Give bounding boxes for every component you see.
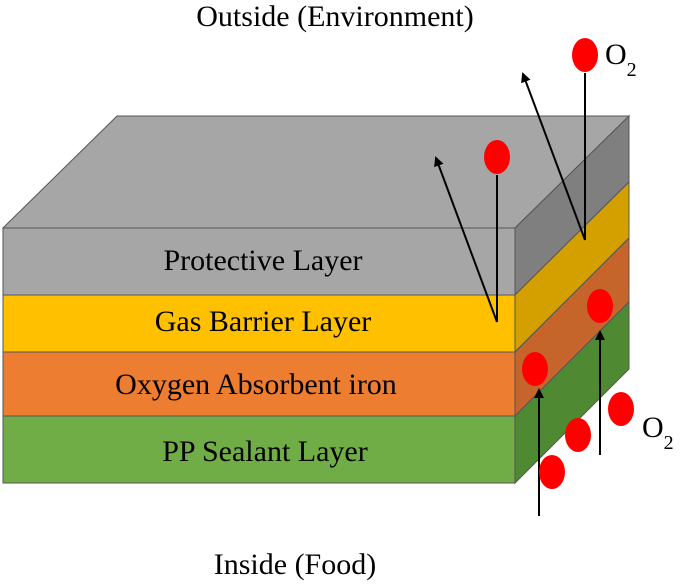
oxygen-symbol: O <box>605 38 627 71</box>
pp-sealant-layer-front-face <box>2 415 516 484</box>
protective-layer-front-face <box>2 227 516 296</box>
oxygen-molecule <box>565 418 591 452</box>
oxygen-symbol: O <box>642 411 664 444</box>
oxygen-molecule <box>587 289 613 323</box>
oxygen-molecule <box>572 38 598 72</box>
oxygen-escape-arrow <box>521 72 586 241</box>
oxygen-label-bottom: O2 <box>642 411 674 454</box>
oxygen-escape-arrow <box>434 156 498 323</box>
pp-sealant-layer-label: PP Sealant Layer <box>162 435 368 468</box>
oxygen-molecule <box>608 392 634 426</box>
oxygen-molecule <box>522 352 548 386</box>
oxygen-absorbent-layer-front-face <box>2 351 516 417</box>
protective-layer-label: Protective Layer <box>163 244 362 277</box>
oxygen-molecule <box>484 140 510 174</box>
oxygen-label-top: O2 <box>605 38 637 81</box>
outside-label: Outside (Environment) <box>196 0 473 33</box>
oxygen-molecule <box>539 455 565 489</box>
oxygen-subscript: 2 <box>664 432 674 454</box>
oxygen-absorbent-layer-label: Oxygen Absorbent iron <box>115 368 397 401</box>
gas-barrier-layer-front-face <box>2 294 516 353</box>
inside-label: Inside (Food) <box>214 548 376 581</box>
oxygen-subscript: 2 <box>627 59 637 81</box>
gas-barrier-layer-label: Gas Barrier Layer <box>155 305 372 338</box>
